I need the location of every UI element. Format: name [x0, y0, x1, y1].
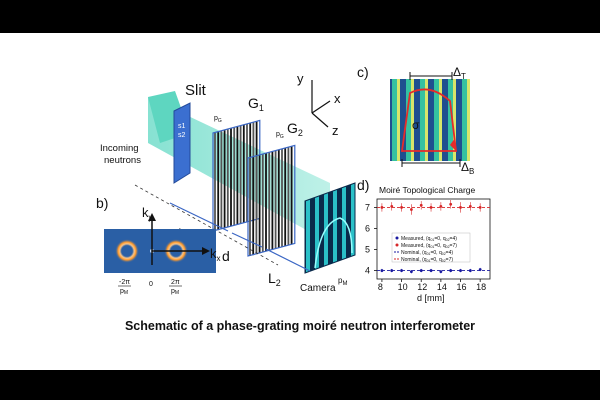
x-tick-label: 10 — [398, 282, 408, 292]
x-tick-label: 12 — [417, 282, 427, 292]
axis-x-label: x — [334, 91, 341, 106]
d-label: d — [222, 248, 230, 264]
ky-arrowhead — [148, 213, 156, 221]
slit-label: Slit — [185, 82, 207, 99]
data-point — [449, 202, 453, 206]
panel-c-label: c) — [357, 64, 369, 80]
y-tick-label: 5 — [365, 245, 370, 255]
legend-entry-0: Measured, (q01=0, q02=4) — [401, 236, 457, 242]
camera-label: Camera — [300, 283, 336, 294]
data-point — [459, 206, 462, 209]
legend-entry-2: Nominal, (q01=0, q02=4) — [401, 250, 453, 256]
legend-box — [391, 232, 471, 263]
tick-right-num: 2π — [171, 279, 180, 286]
legend-entry-1: Measured, (q01=0, q02=7) — [401, 243, 457, 249]
camera-period-label: pM — [338, 276, 347, 287]
data-point — [439, 204, 443, 208]
chart-title: Moiré Topological Charge — [379, 185, 476, 195]
chart-plot-area: 8 10 12 14 16 18 4 5 6 7 — [365, 200, 490, 292]
panel-b-label: b) — [96, 195, 108, 211]
incoming-label-1: Incoming — [100, 143, 139, 154]
data-point — [400, 206, 403, 209]
coordinate-triad: y x z — [297, 71, 341, 138]
data-point — [439, 270, 443, 274]
g2-label: G2 — [287, 120, 303, 138]
slit-plate — [173, 102, 191, 184]
delta-t-label: ΔT — [453, 65, 466, 81]
kx-label: kx — [210, 246, 221, 263]
data-point — [380, 206, 384, 209]
chart-xlabel: d [mm] — [417, 293, 445, 303]
data-point — [429, 206, 433, 209]
y-tick-label: 4 — [365, 266, 370, 276]
slit-source-2: s2 — [178, 132, 186, 139]
g1-label: G1 — [248, 95, 264, 113]
ky-label: ky — [142, 205, 153, 222]
kx-arrowhead — [202, 247, 210, 255]
data-point — [459, 269, 462, 272]
loop-arrowhead — [450, 138, 456, 151]
panel-d-label: d) — [357, 177, 369, 193]
fourier-peak-left — [115, 239, 139, 263]
figure-page: Slit s1 s2 Incoming neutrons G1 pG G2 pG… — [0, 33, 600, 370]
data-point — [419, 269, 423, 272]
axis-y-label: y — [297, 71, 304, 86]
sigma-label: σ — [412, 118, 420, 132]
data-point — [380, 269, 384, 272]
legend-entry-3: Nominal, (q01=0, q02=7) — [401, 257, 453, 263]
figure-caption: Schematic of a phase-grating moiré neutr… — [124, 319, 476, 333]
figure-canvas: Slit s1 s2 Incoming neutrons G1 pG G2 pG… — [96, 64, 491, 303]
legend-marker-0 — [395, 236, 399, 240]
x-tick-label: 8 — [378, 282, 383, 292]
data-point — [429, 269, 433, 272]
chart-legend: Measured, (q01=0, q02=4) Measured, (q01=… — [391, 232, 471, 263]
tick-left-num: -2π — [119, 279, 130, 286]
l2-label: L2 — [268, 270, 281, 288]
delta-b-label: ΔB — [461, 160, 474, 176]
legend-marker-1 — [395, 243, 399, 247]
grating-g2 — [247, 144, 296, 257]
g2-period-label: pG — [276, 131, 284, 140]
camera-fringe — [314, 217, 353, 269]
l2-arrow — [265, 248, 311, 272]
y-tick-label: 7 — [365, 202, 370, 212]
tick-left-den: pM — [120, 288, 128, 296]
y-tick-label: 6 — [365, 223, 370, 233]
data-point — [409, 208, 413, 211]
data-point — [419, 203, 423, 207]
g1-period-label: pG — [214, 115, 222, 124]
incoming-label-2: neutrons — [104, 155, 141, 166]
tick-right-den: pM — [171, 288, 179, 296]
data-point — [390, 269, 394, 272]
d-arrow — [231, 232, 263, 248]
x-tick-label: 18 — [476, 282, 486, 292]
data-point — [478, 206, 482, 209]
data-point — [400, 269, 403, 272]
slit-source-1: s1 — [178, 123, 186, 130]
data-point — [449, 269, 453, 272]
axis-z-label: z — [332, 123, 339, 138]
x-tick-label: 14 — [437, 282, 447, 292]
grating-frame — [247, 144, 296, 257]
tick-zero: 0 — [149, 281, 153, 288]
l1-arrow — [169, 202, 229, 232]
data-point — [468, 269, 472, 272]
x-tick-label: 16 — [457, 282, 467, 292]
